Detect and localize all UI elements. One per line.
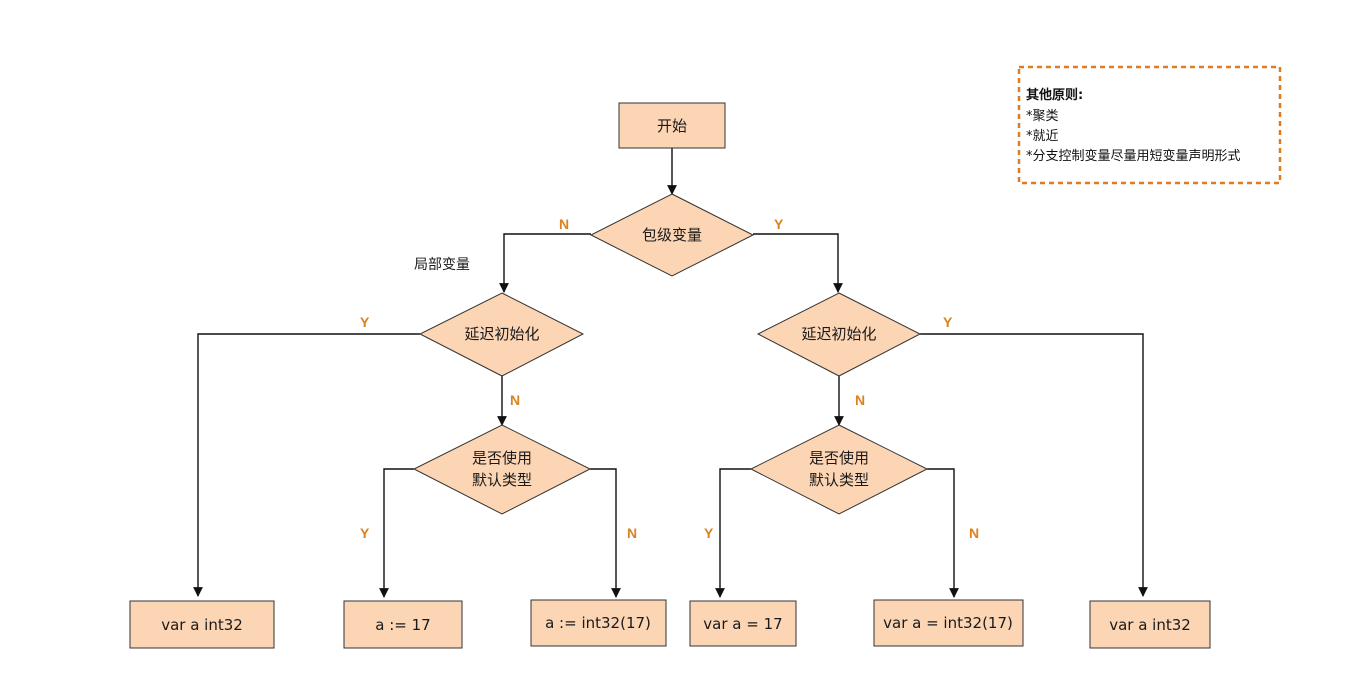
start-label: 开始 — [657, 117, 687, 135]
label-pkg-no: N — [559, 216, 569, 232]
label-default-left-yes: Y — [360, 525, 370, 541]
note-item-3: *分支控制变量尽量用短变量声明形式 — [1026, 148, 1241, 164]
result-node-3: a := int32(17) — [530, 599, 667, 647]
label-default-right-yes: Y — [704, 525, 714, 541]
default-type-left-label-2: 默认类型 — [472, 471, 532, 489]
lazy-init-right-decision: 延迟初始化 — [756, 292, 922, 377]
edge-pkg-yes — [753, 233, 843, 293]
result-5-label: var a = int32(17) — [883, 614, 1013, 632]
default-type-left-decision: 是否使用 默认类型 — [412, 424, 592, 515]
note-title: 其他原则: — [1026, 87, 1083, 103]
edge-default-left-yes — [379, 468, 414, 598]
result-2-label: a := 17 — [375, 616, 430, 634]
result-node-2: a := 17 — [343, 600, 463, 649]
principles-note: 其他原则: *聚类 *就近 *分支控制变量尽量用短变量声明形式 — [1017, 65, 1282, 185]
result-node-4: var a = 17 — [689, 600, 797, 647]
edges — [193, 148, 1148, 598]
label-local-var: 局部变量 — [414, 257, 470, 273]
lazy-init-left-label: 延迟初始化 — [464, 325, 539, 343]
label-default-left-no: N — [627, 525, 637, 541]
start-node: 开始 — [618, 102, 726, 149]
edge-default-right-yes — [715, 468, 751, 598]
result-3-label: a := int32(17) — [545, 614, 651, 632]
pkg-var-label: 包级变量 — [642, 226, 702, 244]
default-type-right-decision: 是否使用 默认类型 — [749, 424, 929, 515]
label-pkg-yes: Y — [774, 216, 784, 232]
edge-default-right-no — [927, 468, 959, 598]
default-type-right-label-1: 是否使用 — [809, 449, 869, 467]
result-node-1: var a int32 — [129, 600, 275, 649]
edge-lazy-left-yes — [193, 333, 420, 597]
pkg-var-decision: 包级变量 — [589, 193, 755, 277]
result-4-label: var a = 17 — [703, 615, 782, 633]
result-node-6: var a int32 — [1089, 600, 1211, 649]
lazy-init-left-decision: 延迟初始化 — [418, 292, 585, 377]
result-node-5: var a = int32(17) — [873, 599, 1024, 647]
note-item-1: *聚类 — [1026, 109, 1059, 124]
note-item-2: *就近 — [1026, 129, 1059, 144]
edge-lazy-right-yes — [920, 333, 1148, 597]
lazy-init-right-label: 延迟初始化 — [801, 325, 876, 343]
result-6-label: var a int32 — [1109, 616, 1191, 634]
label-default-right-no: N — [969, 525, 979, 541]
label-lazy-left-yes: Y — [360, 314, 370, 330]
label-lazy-right-no: N — [855, 392, 865, 408]
label-lazy-right-yes: Y — [943, 314, 953, 330]
default-type-right-label-2: 默认类型 — [809, 471, 869, 489]
result-1-label: var a int32 — [161, 616, 243, 634]
label-lazy-left-no: N — [510, 392, 520, 408]
default-type-left-label-1: 是否使用 — [472, 449, 532, 467]
edge-default-left-no — [590, 468, 621, 598]
edge-pkg-no — [499, 233, 591, 293]
